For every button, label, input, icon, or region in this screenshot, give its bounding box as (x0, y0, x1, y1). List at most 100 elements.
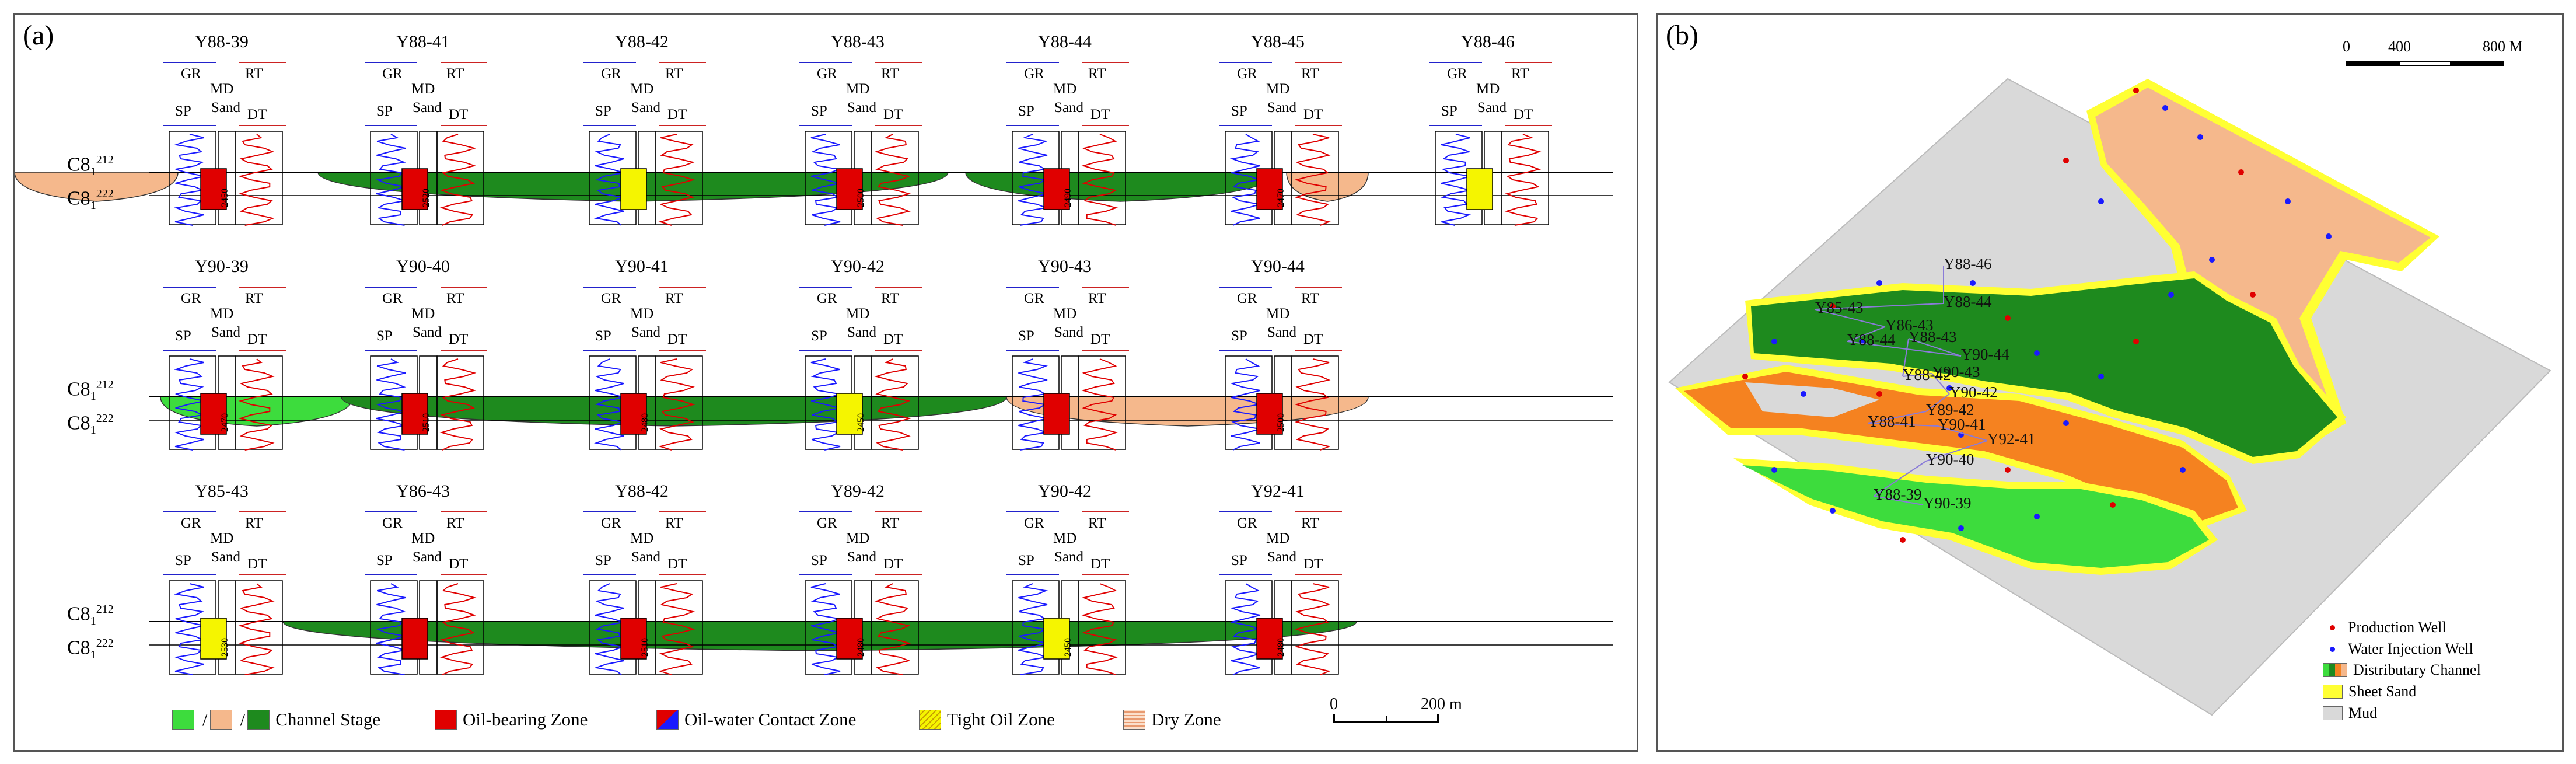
header-md: MD (630, 306, 654, 322)
injection-well-marker (2034, 350, 2040, 356)
rt-curve (874, 583, 911, 675)
log-track-right (235, 580, 283, 675)
log-track-right (871, 580, 919, 675)
rt-curve (1504, 134, 1542, 226)
header-sp: SP (595, 103, 611, 119)
production-well-icon (2330, 625, 2335, 630)
facies-map (1668, 78, 2551, 716)
production-well-marker (2238, 169, 2244, 175)
header-dt: DT (883, 332, 903, 347)
sand-zone (1256, 618, 1283, 660)
gr-curve (376, 134, 406, 226)
header-md: MD (210, 81, 234, 97)
rt-curve (1294, 134, 1331, 226)
injection-well-marker (1970, 280, 1976, 286)
mud-lens-1 (1745, 382, 1879, 417)
sand-zone (620, 393, 647, 435)
production-well-marker (2110, 502, 2116, 508)
legend-dry-label: Dry Zone (1151, 709, 1221, 730)
legend-distributary-channel: Distributary Channel (2323, 661, 2481, 679)
map-well-label: Y86-43 (1885, 316, 1934, 334)
header-gr: GR (382, 291, 403, 306)
scale-bar-b: 0 400 800 M (2343, 38, 2544, 73)
rt-curve (238, 583, 275, 675)
injection-well-marker (1771, 467, 1777, 473)
header-md: MD (630, 531, 654, 546)
sand-zone (1043, 168, 1070, 210)
well-name: Y90-42 (1038, 482, 1092, 501)
marker-top-marker_top_sup: 212 (96, 378, 114, 391)
sand-zone (836, 168, 863, 210)
marker-top-marker_top_sub: 1 (90, 390, 96, 403)
marker-top-marker_top_sub: 1 (90, 615, 96, 628)
header-sp: SP (376, 553, 393, 568)
injection-well-marker (1958, 525, 1964, 531)
sheet-swatch (2323, 685, 2343, 699)
dark-green-channel (1751, 278, 2337, 457)
sand-zone (1043, 393, 1070, 435)
header-sp: SP (1231, 328, 1247, 344)
correlation-line (1931, 373, 1950, 395)
depth-label: 2470 (220, 413, 230, 432)
well-name: Y86-43 (396, 482, 450, 501)
legend-mud: Mud (2323, 704, 2377, 722)
rt-curve (658, 583, 695, 675)
legend-mud-label: Mud (2348, 704, 2378, 721)
sand-zone (620, 168, 647, 210)
gr-curve (173, 583, 205, 675)
channel-swatch-light (172, 710, 194, 730)
header-sp: SP (1231, 103, 1247, 119)
marker-label-bottom: C81222 (67, 637, 114, 662)
production-well-marker (1830, 303, 1836, 309)
well-name: Y89-42 (831, 482, 885, 501)
scale-a-zero: 0 (1330, 695, 1338, 713)
log-track-right (1291, 355, 1339, 450)
depth-label: 2500 (856, 189, 866, 207)
well-name: Y90-42 (831, 257, 885, 276)
header-sand: Sand (1267, 549, 1296, 565)
header-sp: SP (376, 328, 393, 344)
header-dt: DT (883, 107, 903, 123)
header-md: MD (210, 531, 234, 546)
gr-curve (593, 583, 626, 675)
header-dt: DT (247, 332, 267, 347)
injection-well-marker (2197, 134, 2203, 140)
header-sand: Sand (1054, 549, 1083, 565)
header-sp: SP (1231, 553, 1247, 568)
header-gr: GR (181, 291, 201, 306)
sand-zone (620, 618, 647, 660)
marker-bottom-marker_bot_sup: 222 (96, 637, 114, 650)
header-rt: RT (665, 291, 683, 306)
depth-label: 2470 (1276, 189, 1286, 207)
correlation-line (1847, 326, 1886, 342)
header-gr: GR (1237, 515, 1257, 531)
well-name: Y90-44 (1251, 257, 1305, 276)
header-gr: GR (1237, 66, 1257, 82)
header-gr: GR (817, 515, 837, 531)
well-name: Y88-39 (195, 32, 249, 51)
header-rt: RT (881, 291, 899, 306)
legend-oil-bearing: Oil-bearing Zone (435, 709, 588, 730)
marker-label-top: C81212 (67, 603, 114, 628)
log-track-right (1078, 131, 1126, 225)
header-sp: SP (1018, 553, 1034, 568)
legend-channel-b-label: Distributary Channel (2353, 661, 2481, 678)
header-dt: DT (1090, 556, 1110, 572)
map-well-markers (1742, 88, 2332, 543)
header-gr: GR (1447, 66, 1467, 82)
header-md: MD (630, 81, 654, 97)
header-gr: GR (382, 66, 403, 82)
gr-curve (593, 358, 626, 451)
log-track-right (1078, 355, 1126, 450)
marker-top-marker_top_sub: 1 (90, 165, 96, 179)
header-dt: DT (1090, 332, 1110, 347)
well-name: Y90-41 (615, 257, 669, 276)
injection-well-marker (2098, 198, 2104, 204)
marker-top-marker_top_sup: 212 (96, 154, 114, 166)
header-dt: DT (883, 556, 903, 572)
rt-curve (1081, 134, 1119, 226)
marker-top-marker_top: C8 (67, 378, 90, 400)
header-md: MD (1053, 81, 1077, 97)
sand-zone (1043, 618, 1070, 660)
rt-curve (238, 134, 275, 226)
